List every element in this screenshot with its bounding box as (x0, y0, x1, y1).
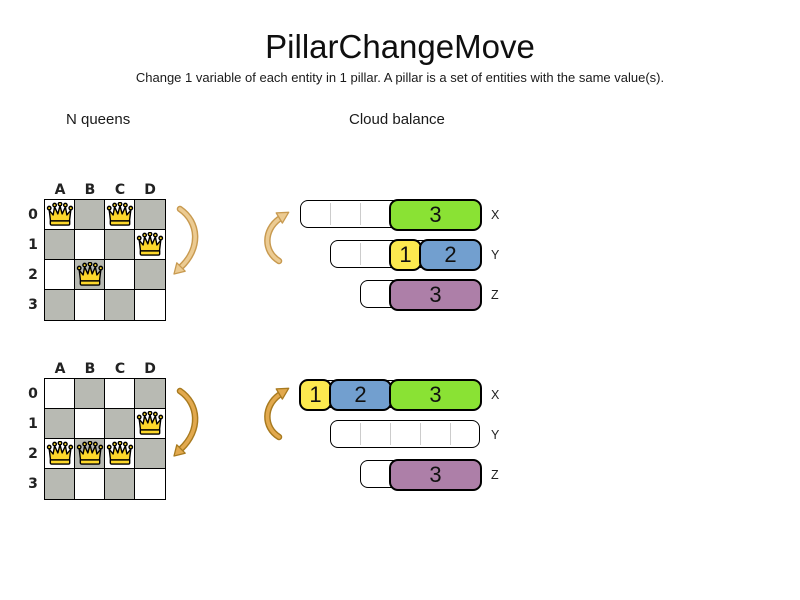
bar-cell-divider (360, 243, 361, 265)
queen-icon (76, 441, 104, 465)
queen-icon (136, 411, 164, 435)
move-up-arrow-icon (264, 211, 290, 265)
queen-piece (105, 200, 135, 230)
bar-cell-divider (390, 423, 391, 445)
board-cell (75, 469, 105, 499)
board-cell (135, 200, 165, 230)
board-cell (135, 469, 165, 499)
board-row-label: 2 (28, 446, 38, 462)
board-cell (135, 439, 165, 469)
move-up-arrow-icon (264, 387, 290, 441)
board-cell (45, 290, 75, 320)
queen-icon (106, 441, 134, 465)
queen-piece (135, 409, 165, 439)
queen-piece (75, 260, 105, 290)
process-block: 1 (299, 379, 332, 411)
bar-cell-divider (360, 423, 361, 445)
board-cell (75, 230, 105, 260)
board-row-label: 0 (28, 207, 38, 223)
computer-label: X (491, 208, 500, 222)
queen-icon (76, 262, 104, 286)
computer-label: Z (491, 468, 499, 482)
board-cell (45, 469, 75, 499)
queen-icon (106, 202, 134, 226)
queen-piece (105, 439, 135, 469)
queen-icon (46, 441, 74, 465)
queen-piece (135, 230, 165, 260)
move-down-arrow-icon (173, 387, 199, 457)
board-column-label: A (54, 361, 66, 377)
bar-cell-divider (360, 203, 361, 225)
board-cell (105, 469, 135, 499)
board-cell (135, 290, 165, 320)
computer-bar-y (330, 420, 480, 448)
board-cell (105, 379, 135, 409)
page-subtitle: Change 1 variable of each entity in 1 pi… (135, 70, 665, 85)
bar-cell-divider (450, 423, 451, 445)
board-row-label: 1 (28, 237, 38, 253)
queen-icon (46, 202, 74, 226)
queen-piece (45, 439, 75, 469)
board-cell (105, 260, 135, 290)
process-block: 3 (389, 199, 482, 231)
board-column-label: A (54, 182, 66, 198)
board-column-label: C (114, 361, 126, 377)
board-grid (44, 199, 166, 321)
computer-label: Y (491, 428, 500, 442)
computer-bar-z: 3 (360, 279, 482, 311)
bar-cell-divider (420, 423, 421, 445)
board-cell (135, 260, 165, 290)
process-block: 3 (389, 279, 482, 311)
section-label-nqueens: N queens (66, 111, 131, 128)
board-row-label: 2 (28, 267, 38, 283)
board-column-label: D (144, 182, 156, 198)
board-column-label: C (114, 182, 126, 198)
board-column-label: D (144, 361, 156, 377)
process-block: 2 (419, 239, 482, 271)
board-cell (105, 230, 135, 260)
board-cell (45, 230, 75, 260)
page-title: PillarChangeMove (265, 28, 535, 65)
board-row-label: 1 (28, 416, 38, 432)
board-cell (105, 409, 135, 439)
board-cell (75, 379, 105, 409)
board-cell (105, 290, 135, 320)
board-cell (75, 290, 105, 320)
computer-label: X (491, 388, 500, 402)
board-row-label: 0 (28, 386, 38, 402)
computer-bar-z: 3 (360, 459, 482, 491)
queen-icon (136, 232, 164, 256)
computer-bar-x: 3 (300, 199, 482, 231)
process-block: 1 (389, 239, 422, 271)
move-down-arrow-icon (173, 205, 199, 275)
computer-label: Y (491, 248, 500, 262)
board-cell (75, 200, 105, 230)
board-row-label: 3 (28, 297, 38, 313)
process-block: 3 (389, 379, 482, 411)
board-cell (45, 409, 75, 439)
bar-cell-divider (330, 203, 331, 225)
section-label-cloud-balance: Cloud balance (349, 111, 445, 128)
process-block: 2 (329, 379, 392, 411)
board-cell (45, 379, 75, 409)
board-column-label: B (84, 182, 96, 198)
computer-label: Z (491, 288, 499, 302)
board-column-label: B (84, 361, 96, 377)
board-cell (45, 260, 75, 290)
board-cell (75, 409, 105, 439)
queen-piece (45, 200, 75, 230)
queen-piece (75, 439, 105, 469)
board-grid (44, 378, 166, 500)
board-cell (135, 379, 165, 409)
board-row-label: 3 (28, 476, 38, 492)
process-block: 3 (389, 459, 482, 491)
